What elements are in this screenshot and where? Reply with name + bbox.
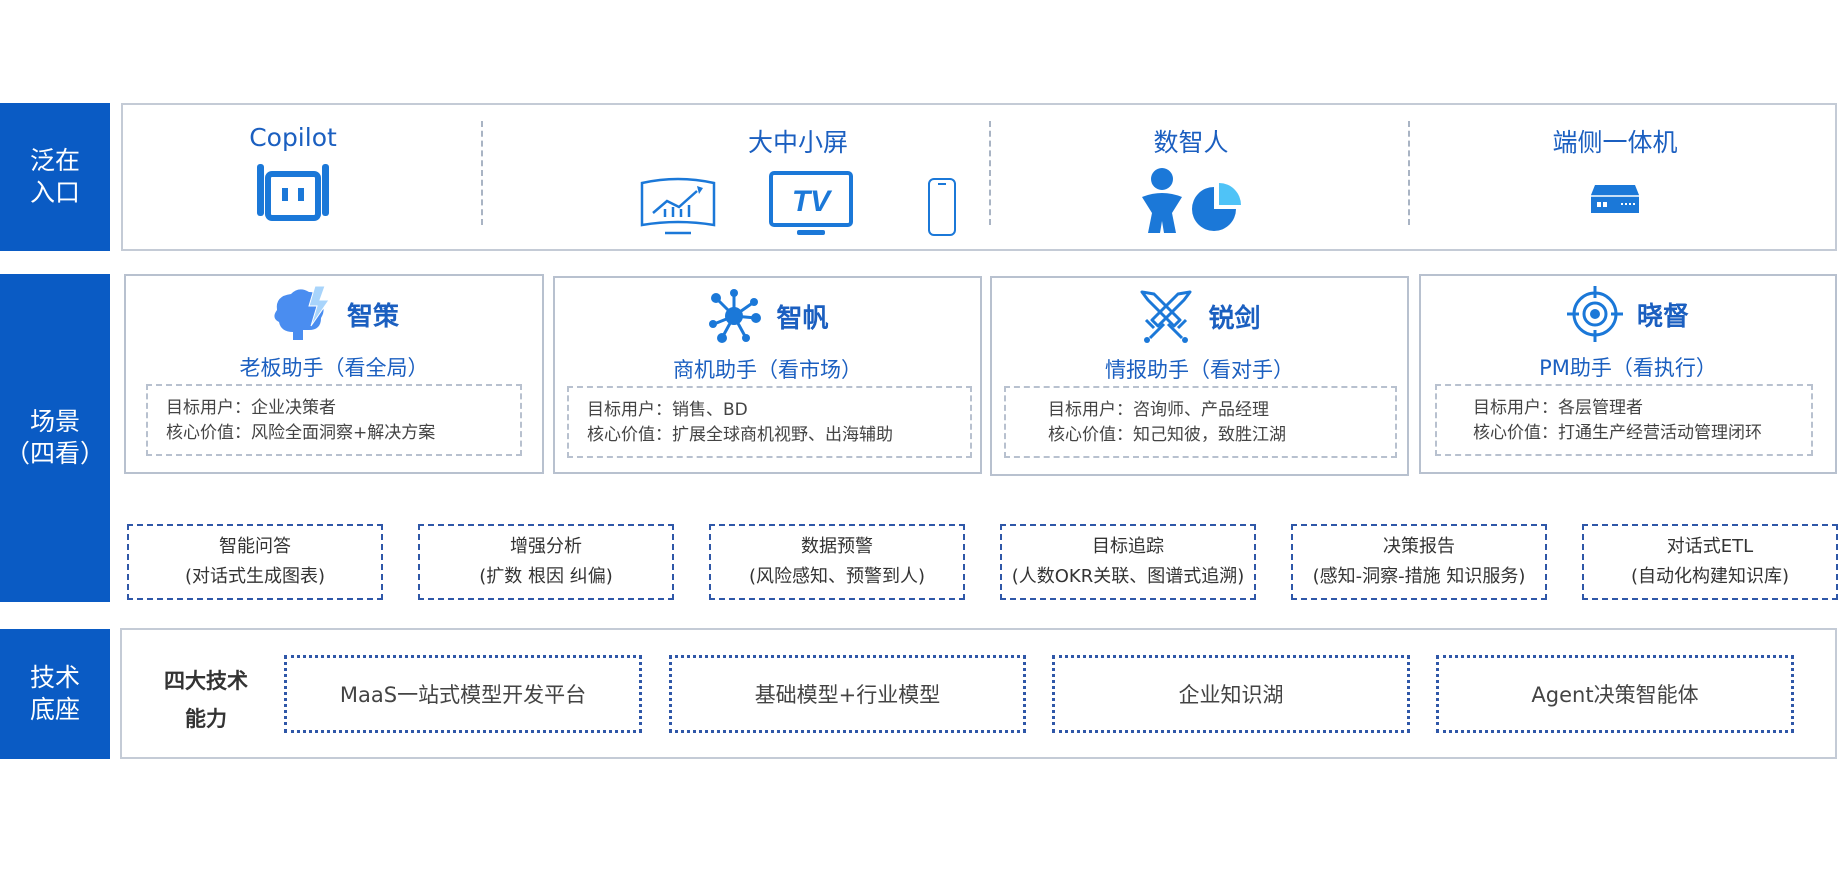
entry-title: Copilot xyxy=(249,123,337,152)
card-core-value: 核心价值：知己知彼，致胜江湖 xyxy=(1048,425,1286,445)
feature-desc: (对话式生成图表) xyxy=(184,566,326,587)
server-box-icon xyxy=(1591,185,1639,213)
tech-capability-label: 四大技术 能力 xyxy=(154,662,258,738)
card-subtitle: 老板助手（看全局） xyxy=(239,356,429,380)
card-name: 锐剑 xyxy=(1208,303,1261,334)
card-name: 智帆 xyxy=(776,303,829,334)
network-hub-icon xyxy=(709,289,762,343)
target-crosshair-icon xyxy=(1566,286,1623,342)
svg-text:TV: TV xyxy=(792,185,833,218)
card-core-value: 核心价值：打通生产经营活动管理闭环 xyxy=(1473,423,1762,443)
tech-panel xyxy=(120,628,1837,759)
entry-digital-human: 数智人 xyxy=(1071,105,1311,249)
feature-desc: (自动化构建知识库) xyxy=(1630,566,1790,587)
feature-desc: (感知-洞察-措施 知识服务) xyxy=(1312,566,1526,587)
card-detail-box: 目标用户：企业决策者 核心价值：风险全面洞察+解决方案 xyxy=(146,384,522,456)
tv-icon: TV xyxy=(769,171,853,235)
crossed-swords-icon xyxy=(1140,290,1192,343)
divider xyxy=(1408,121,1410,225)
card-target-user: 目标用户：企业决策者 xyxy=(166,398,336,418)
screen-icons: TV xyxy=(639,171,957,237)
card-core-value: 核心价值：扩展全球商机视野、出海辅助 xyxy=(587,425,893,445)
feature-title: 智能问答 xyxy=(219,536,291,557)
card-detail-box: 目标用户：咨询师、产品经理 核心价值：知己知彼，致胜江湖 xyxy=(1004,386,1397,458)
row-label-line: 底座 xyxy=(29,695,80,724)
card-header: 智策 xyxy=(126,286,542,342)
entry-title: 大中小屏 xyxy=(747,128,848,157)
row-label-line: 技术 xyxy=(29,663,80,692)
feature-title: 数据预警 xyxy=(801,536,873,557)
entry-title: 端侧一体机 xyxy=(1552,128,1678,157)
curved-screen-chart-icon xyxy=(640,177,716,235)
brain-lightning-icon xyxy=(274,286,330,340)
entry-panel: Copilot 大中小屏 TV xyxy=(121,103,1837,251)
entry-screens: 大中小屏 TV xyxy=(568,105,1028,249)
feature-box: 对话式ETL (自动化构建知识库) xyxy=(1582,524,1838,600)
divider xyxy=(989,121,991,225)
tech-label-line: 能力 xyxy=(185,707,227,731)
row-label-entry: 泛在 入口 xyxy=(0,103,110,251)
divider xyxy=(481,121,483,225)
card-header: 晓督 xyxy=(1421,286,1835,342)
scene-card-ruijian: 锐剑 情报助手（看对手） 目标用户：咨询师、产品经理 核心价值：知己知彼，致胜江… xyxy=(990,276,1409,476)
entry-copilot: Copilot xyxy=(163,105,423,249)
row-label-tech: 技术 底座 xyxy=(0,629,110,759)
entry-edge-device: 端侧一体机 xyxy=(1495,105,1735,249)
feature-title: 决策报告 xyxy=(1383,536,1455,557)
feature-title: 对话式ETL xyxy=(1666,536,1754,557)
feature-box: 增强分析 (扩数 根因 纠偏) xyxy=(418,524,674,600)
scene-card-zhifan: 智帆 商机助手（看市场） 目标用户：销售、BD 核心价值：扩展全球商机视野、出海… xyxy=(553,276,982,474)
card-subtitle: PM助手（看执行） xyxy=(1539,356,1717,380)
card-detail-box: 目标用户：销售、BD 核心价值：扩展全球商机视野、出海辅助 xyxy=(567,386,972,458)
card-target-user: 目标用户：销售、BD xyxy=(587,400,748,420)
card-target-user: 目标用户：各层管理者 xyxy=(1473,398,1643,418)
row-label-line: 场景 xyxy=(29,407,80,436)
feature-box: 智能问答 (对话式生成图表) xyxy=(127,524,383,600)
feature-box: 决策报告 (感知-洞察-措施 知识服务) xyxy=(1291,524,1547,600)
card-header: 智帆 xyxy=(555,288,980,344)
phone-icon xyxy=(928,178,956,236)
card-header: 锐剑 xyxy=(992,288,1407,344)
tech-item: 基础模型+行业模型 xyxy=(669,655,1026,733)
feature-desc: (扩数 根因 纠偏) xyxy=(479,566,613,587)
row-label-line: （四看） xyxy=(4,439,105,468)
entry-title: 数智人 xyxy=(1153,128,1229,157)
scene-card-zhice: 智策 老板助手（看全局） 目标用户：企业决策者 核心价值：风险全面洞察+解决方案 xyxy=(124,274,544,474)
row-label-line: 泛在 xyxy=(29,146,80,175)
feature-box: 数据预警 (风险感知、预警到人) xyxy=(709,524,965,600)
card-subtitle: 情报助手（看对手） xyxy=(1105,358,1294,382)
tech-item: 企业知识湖 xyxy=(1052,655,1410,733)
feature-box: 目标追踪 (人数OKR关联、图谱式追溯) xyxy=(1000,524,1256,600)
feature-desc: (风险感知、预警到人) xyxy=(748,566,926,587)
card-subtitle: 商机助手（看市场） xyxy=(673,358,862,382)
feature-title: 增强分析 xyxy=(510,536,582,557)
tech-item: MaaS一站式模型开发平台 xyxy=(284,655,642,733)
row-label-scene: 场景 （四看） xyxy=(0,274,110,602)
card-target-user: 目标用户：咨询师、产品经理 xyxy=(1048,400,1269,420)
feature-desc: (人数OKR关联、图谱式追溯) xyxy=(1011,566,1245,587)
tech-label-line: 四大技术 xyxy=(164,669,248,693)
card-core-value: 核心价值：风险全面洞察+解决方案 xyxy=(166,423,436,443)
card-name: 晓督 xyxy=(1636,301,1689,332)
copilot-robot-icon xyxy=(257,164,329,221)
tech-item: Agent决策智能体 xyxy=(1436,655,1794,733)
card-name: 智策 xyxy=(346,301,399,332)
row-label-line: 入口 xyxy=(29,178,80,207)
digital-human-icons xyxy=(1138,167,1244,235)
feature-title: 目标追踪 xyxy=(1092,536,1164,557)
scene-card-xiaodu: 晓督 PM助手（看执行） 目标用户：各层管理者 核心价值：打通生产经营活动管理闭… xyxy=(1419,274,1837,474)
digital-human-icon xyxy=(1142,168,1182,233)
pie-chart-icon xyxy=(1192,183,1241,231)
card-detail-box: 目标用户：各层管理者 核心价值：打通生产经营活动管理闭环 xyxy=(1435,384,1813,456)
